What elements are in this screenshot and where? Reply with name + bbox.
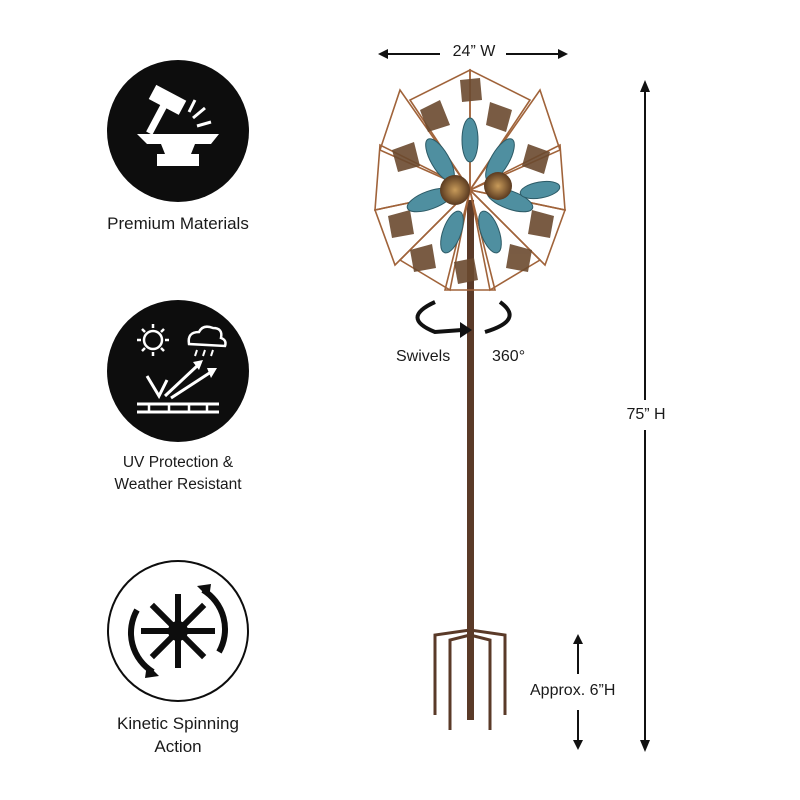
feature-premium-materials: Premium Materials xyxy=(78,60,278,235)
feature-label-line-1: Kinetic Spinning xyxy=(117,714,239,733)
feature-label-line-1: UV Protection & xyxy=(122,454,234,471)
uv-weather-icon xyxy=(107,300,249,442)
kinetic-spin-icon xyxy=(107,560,249,702)
wind-spinner-illustration xyxy=(340,40,620,770)
width-label: 24” W xyxy=(452,43,496,60)
feature-uv-protection: UV Protection & Weather Resistant xyxy=(78,300,278,496)
swivel-label: Swivels xyxy=(396,348,451,365)
height-dimension: 75” H xyxy=(620,80,690,752)
anvil-hammer-icon xyxy=(107,60,249,202)
width-dimension: 24” W xyxy=(378,42,568,66)
stake-label: Approx. 6”H xyxy=(530,682,616,699)
stake-dimension xyxy=(566,634,590,750)
swivel-degrees: 360° xyxy=(492,348,526,365)
feature-kinetic-spinning: Kinetic Spinning Action xyxy=(78,560,278,758)
feature-label: Premium Materials xyxy=(107,214,249,233)
feature-label-line-2: Weather Resistant xyxy=(114,476,242,493)
height-label: 75” H xyxy=(626,406,666,423)
feature-label-line-2: Action xyxy=(154,737,202,756)
